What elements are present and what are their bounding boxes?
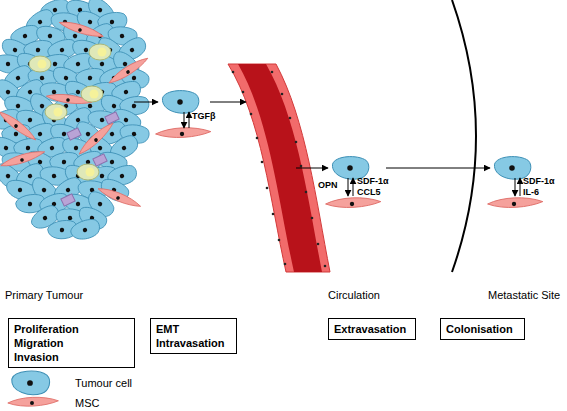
msc-cell: [106, 55, 150, 85]
msc-cell: [76, 121, 116, 157]
legend-text: Tumour cell: [75, 377, 132, 389]
msc-cell: [97, 184, 142, 211]
tumour-cell: [69, 216, 103, 243]
stromal-cell: [77, 164, 99, 180]
stage-box: Colonisation: [440, 318, 525, 340]
msc-cell: [0, 149, 46, 169]
stage-box: EMTIntravasation: [150, 318, 237, 354]
tissue-boundary: [452, 0, 476, 272]
stage-text: Colonisation: [446, 322, 519, 336]
blood-vessel: [228, 64, 330, 272]
primary-tumour-cluster: [0, 0, 151, 243]
legend-text: MSC: [75, 397, 99, 409]
signal-label: OPN: [318, 180, 338, 191]
stage-text: EMT: [156, 322, 231, 336]
stage-label: Metastatic Site: [488, 289, 560, 302]
stage-text: Extravasation: [334, 322, 410, 336]
immune-cell: [61, 194, 75, 206]
immune-cell: [93, 154, 107, 166]
signal-label: IL-6: [523, 187, 539, 198]
signal-label: TGFβ: [192, 111, 216, 122]
stromal-cell: [81, 86, 103, 102]
stage-text: Intravasation: [156, 336, 231, 350]
stage-text: Migration: [14, 336, 129, 350]
msc-cell: [58, 18, 104, 41]
signal-label: SDF-1α: [523, 176, 555, 187]
signal-label: SDF-1α: [357, 176, 389, 187]
immune-cell: [67, 128, 81, 140]
stage-text: Invasion: [14, 350, 129, 364]
legend-msc-sample: [8, 397, 59, 406]
stage-label: Circulation: [328, 289, 380, 302]
legend-tumour-sample: [12, 371, 50, 395]
stromal-cell: [29, 56, 51, 72]
stage-text: Proliferation: [14, 322, 129, 336]
msc-cell: [0, 108, 38, 144]
stage-box: Extravasation: [328, 318, 416, 340]
stage-label: Primary Tumour: [5, 289, 83, 302]
stromal-cell: [89, 44, 111, 60]
stromal-cell: [45, 104, 67, 120]
signal-label: CCL5: [357, 187, 381, 198]
stage-box: ProliferationMigrationInvasion: [8, 318, 135, 368]
immune-cell: [105, 112, 119, 124]
